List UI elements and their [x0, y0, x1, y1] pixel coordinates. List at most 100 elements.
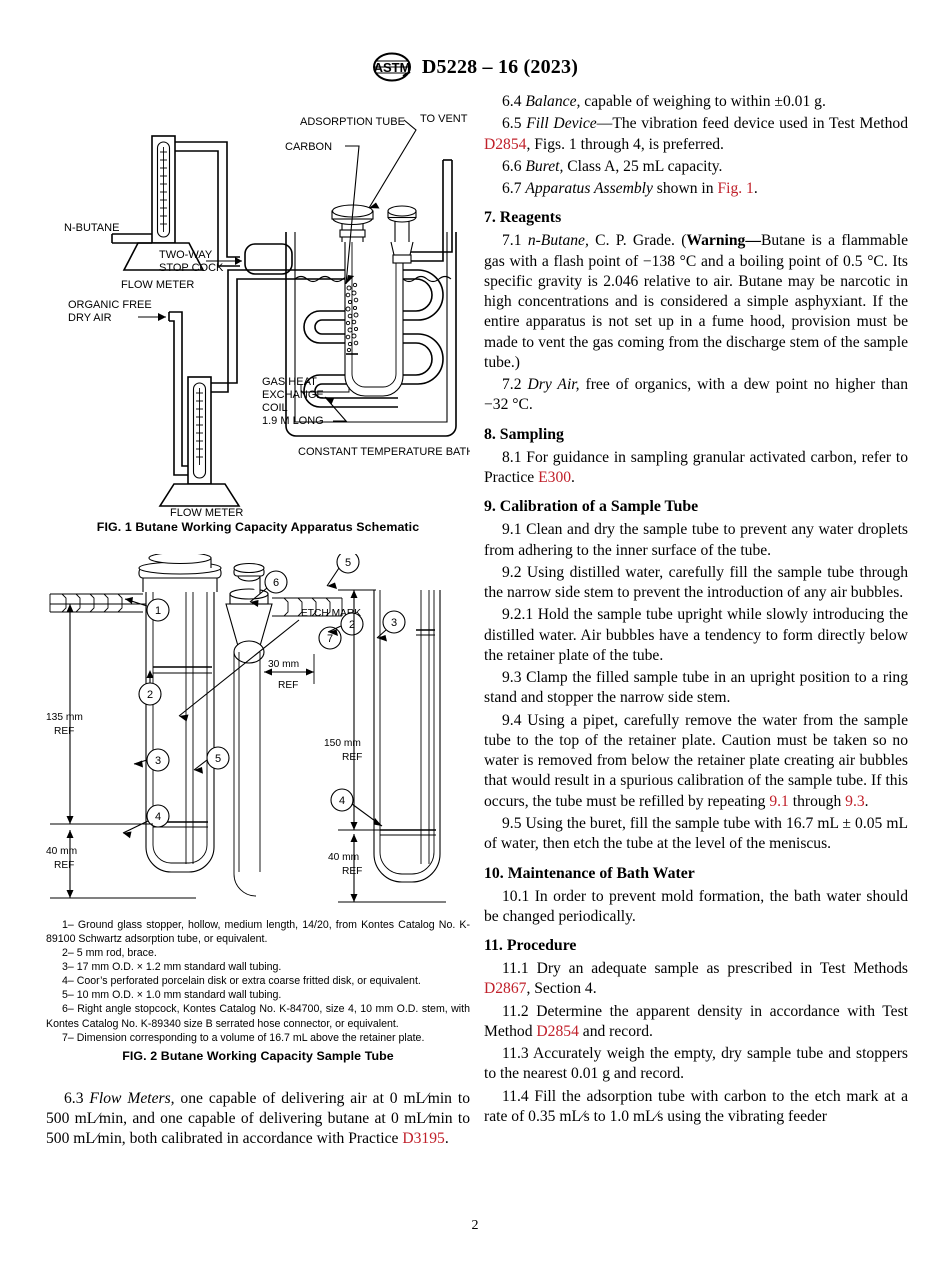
figure2-label-dim40-right-ref: REF [342, 866, 362, 877]
para-11-2-body1: Determine the apparent density in accord… [484, 1002, 908, 1040]
para-6-3-num: 6.3 [64, 1089, 84, 1107]
figure2-label-dim150-ref: REF [342, 752, 362, 763]
callout-5-label-side: 5 [345, 557, 351, 569]
figure2-note-2-text: 5 mm rod, brace. [76, 947, 157, 960]
dim-40mm-left [50, 830, 196, 899]
para-9-1-body: Clean and dry the sample tube to prevent… [484, 521, 908, 559]
para-9-2-body: Using distilled water, carefully fill th… [484, 563, 908, 602]
para-9-4-ref1[interactable]: 9.1 [769, 792, 789, 810]
para-6-5-num: 6.5 [502, 115, 522, 133]
figure-2-sample-tube: 1 2 3 4 5 [46, 554, 446, 903]
para-7-2-title: Dry Air, [527, 376, 580, 394]
paragraph-6-6: 6.6 Buret, Class A, 25 mL capacity. [484, 157, 908, 177]
figure2-note-3: 3– 17 mm O.D. × 1.2 mm standard wall tub… [46, 960, 470, 974]
para-11-4-body: Fill the adsorption tube with carbon to … [484, 1087, 908, 1125]
para-7-1-body1: C. P. Grade. ( [588, 232, 687, 250]
figure2-note-5-text: 10 mm O.D. × 1.0 mm standard wall tubing… [76, 989, 282, 1002]
para-7-1-num: 7.1 [502, 232, 522, 250]
figure2-note-4: 4– Coor’s perforated porcelain disk or e… [46, 974, 470, 988]
coil-leader-line [324, 396, 348, 422]
para-9-5-num: 9.5 [502, 814, 522, 832]
para-6-5-title: Fill Device [526, 115, 597, 133]
para-8-1-num: 8.1 [502, 448, 522, 466]
callout-5-label: 5 [215, 753, 221, 765]
figure-1: N-BUTANE FLOW METER TWO-WAY STOP COCK [46, 92, 470, 534]
para-6-4-title: Balance, [525, 93, 581, 110]
figure2-callouts-side: 5 2 3 [326, 554, 406, 636]
para-6-7-num: 6.7 [502, 180, 522, 198]
figure1-label-coil-length: 1.9 M LONG [262, 415, 324, 427]
sample-tube-side-view [373, 590, 441, 883]
dim-135mm [50, 603, 153, 825]
para-8-1-ref[interactable]: E300 [538, 468, 572, 486]
paragraph-8-1: 8.1 For guidance in sampling granular ac… [484, 448, 908, 489]
para-6-6-body: Class A, 25 mL capacity. [563, 157, 723, 175]
para-11-2-ref[interactable]: D2854 [536, 1022, 579, 1040]
callout-1-label: 1 [155, 605, 161, 617]
figure2-note-7: 7– Dimension corresponding to a volume o… [46, 1031, 470, 1045]
para-9-4-body3: . [864, 792, 869, 810]
paragraph-9-1: 9.1 Clean and dry the sample tube to pre… [484, 520, 908, 561]
dim-40mm-right [338, 834, 446, 903]
para-11-1-num: 11.1 [502, 960, 529, 978]
figure2-label-dim30-ref: REF [278, 680, 298, 691]
callout-3-label-side: 3 [391, 617, 397, 629]
callout-6-label: 6 [273, 577, 279, 589]
figure1-label-organic-free: ORGANIC FREE [68, 299, 152, 311]
para-6-5-body1: —The vibration feed device used in Test … [596, 115, 908, 133]
paragraph-11-2: 11.2 Determine the apparent density in a… [484, 1002, 908, 1043]
paragraph-11-3: 11.3 Accurately weigh the empty, dry sam… [484, 1044, 908, 1085]
callout-4-circle [146, 804, 170, 828]
section-heading-7: 7. Reagents [484, 209, 562, 227]
figure1-label-coil: COIL [262, 402, 288, 414]
air-tube-to-bath [211, 269, 270, 393]
para-9-2-1-body: Hold the sample tube upright while slowl… [484, 606, 908, 664]
para-10-1-num: 10.1 [502, 887, 530, 905]
figure1-label-gas-heat: GAS HEAT [262, 376, 317, 388]
para-9-2-1-num: 9.2.1 [502, 606, 534, 624]
callout-2-label: 2 [147, 689, 153, 701]
figure2-note-4-text: Coor’s perforated porcelain disk or extr… [76, 975, 421, 988]
figure-1-schematic: N-BUTANE FLOW METER TWO-WAY STOP COCK [64, 113, 470, 516]
para-8-1-body2: . [571, 468, 575, 486]
callout-3-circle-side [382, 610, 406, 634]
callout-4-circle-side [330, 788, 354, 812]
para-11-1-ref[interactable]: D2867 [484, 980, 527, 998]
figure2-label-dim40-left-ref: REF [54, 860, 74, 871]
section-heading-8: 8. Sampling [484, 425, 564, 443]
page-number: 2 [471, 1218, 479, 1233]
figure2-note-5: 5– 10 mm O.D. × 1.0 mm standard wall tub… [46, 988, 470, 1002]
para-9-4-num: 9.4 [502, 711, 522, 729]
figure2-note-3-num: 3– [62, 961, 74, 974]
section-heading-9: 9. Calibration of a Sample Tube [484, 498, 699, 516]
figure-2-notes: 1– Ground glass stopper, hollow, medium … [46, 918, 470, 1045]
para-6-3-title: Flow Meters, [89, 1089, 175, 1107]
para-6-3-body1: one capable of delivering air at 0 mL∕mi… [46, 1089, 470, 1148]
callout-5-circle [206, 746, 230, 770]
serrated-connector-left [49, 593, 143, 613]
figure2-note-7-num: 7– [62, 1031, 74, 1044]
page-header: ASTM D5228 – 16 (2023) [0, 52, 950, 82]
astm-logo-icon: ASTM [372, 52, 412, 82]
figure2-note-3-text: 17 mm O.D. × 1.2 mm standard wall tubing… [76, 961, 282, 974]
figure2-label-dim150: 150 mm [324, 738, 361, 749]
para-9-3-num: 9.3 [502, 669, 522, 687]
para-6-5-ref[interactable]: D2854 [484, 135, 527, 153]
para-9-4-ref2[interactable]: 9.3 [845, 792, 865, 810]
figure2-note-2: 2– 5 mm rod, brace. [46, 946, 470, 960]
air-flow-meter [158, 376, 241, 507]
figure2-label-dim40-right: 40 mm [328, 852, 359, 863]
figure2-callouts-front: 1 2 3 4 5 [122, 570, 342, 839]
para-9-4-body2: through [788, 792, 846, 810]
figure2-note-4-num: 4– [62, 975, 74, 988]
paragraph-11-1: 11.1 Dry an adequate sample as prescribe… [484, 959, 908, 1000]
para-6-7-ref[interactable]: Fig. 1 [717, 180, 754, 198]
figure1-label-dry-air: DRY AIR [68, 312, 112, 324]
para-7-1-warning: Warning— [686, 232, 761, 250]
figure1-label-stop-cock: STOP COCK [159, 262, 224, 274]
para-11-2-body2: and record. [578, 1022, 653, 1040]
figure2-label-dim30: 30 mm [268, 659, 299, 670]
para-6-6-title: Buret, [525, 157, 564, 175]
para-6-3-ref[interactable]: D3195 [402, 1130, 445, 1148]
para-6-7-body1: shown in [652, 180, 718, 198]
